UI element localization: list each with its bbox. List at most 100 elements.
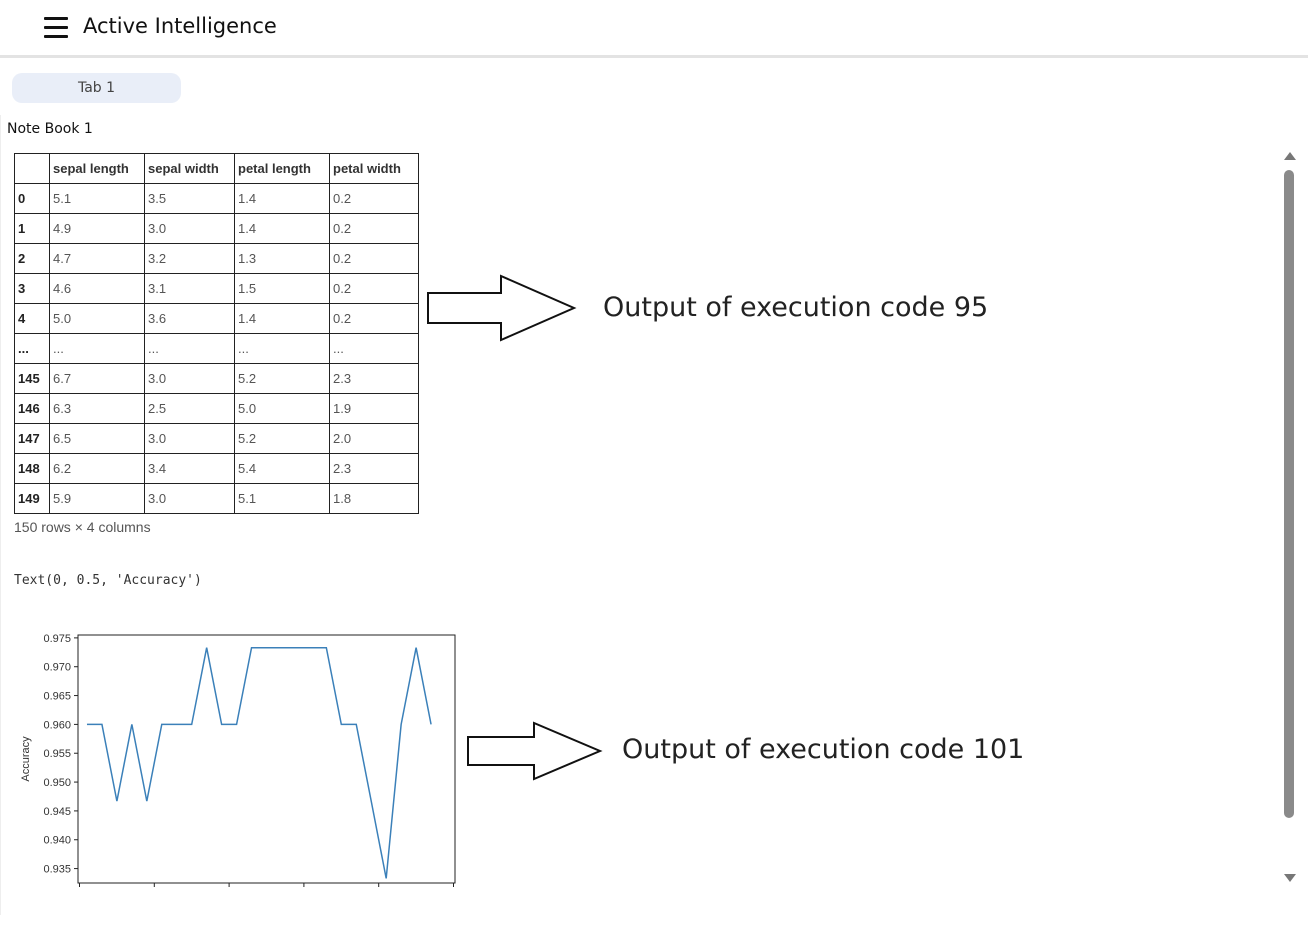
row-index-cell: 149 [14,483,50,514]
content-border [0,115,1,915]
table-cell: 1.4 [234,183,330,214]
table-cell: 1.4 [234,303,330,334]
table-header-row: sepal length sepal width petal length pe… [14,153,419,184]
row-index-cell: 1 [14,213,50,244]
annotation-code-101: Output of execution code 101 [622,734,1025,765]
scroll-up-arrow-icon[interactable] [1284,152,1296,160]
code-output-text: Text(0, 0.5, 'Accuracy') [14,573,202,588]
right-arrow-icon [427,274,577,342]
table-cell: 0.2 [329,243,419,274]
y-tick-label: 0.940 [43,835,71,847]
row-index-cell: 2 [14,243,50,274]
table-cell: 2.5 [144,393,235,424]
table-cell: 5.0 [49,303,145,334]
row-index-cell: 4 [14,303,50,334]
column-header-petal-width: petal width [329,153,419,184]
table-cell: 1.9 [329,393,419,424]
table-cell: 3.5 [144,183,235,214]
table-cell: 4.7 [49,243,145,274]
tab-1[interactable]: Tab 1 [12,73,181,103]
top-bar: Active Intelligence [0,0,1308,58]
table-cell: 6.7 [49,363,145,394]
table-cell: 3.0 [144,213,235,244]
dataframe-shape-note: 150 rows × 4 columns [14,519,151,535]
accuracy-series-line [86,646,432,879]
hamburger-menu-icon[interactable] [44,17,70,41]
table-cell: 6.3 [49,393,145,424]
table-cell: 2.3 [329,453,419,484]
column-header-sepal-width: sepal width [144,153,235,184]
row-index-cell: 3 [14,273,50,304]
row-index-cell: 147 [14,423,50,454]
column-header-index [14,153,50,184]
column-header-petal-length: petal length [234,153,330,184]
y-tick-label: 0.935 [43,864,71,876]
y-tick-label: 0.955 [43,748,71,760]
y-tick-label: 0.960 [43,719,71,731]
table-cell: 1.8 [329,483,419,514]
table-cell: 1.4 [234,213,330,244]
table-cell: 5.0 [234,393,330,424]
table-cell: 3.2 [144,243,235,274]
plot-frame [77,634,456,884]
scrollbar-thumb[interactable] [1284,170,1294,818]
y-tick-label: 0.970 [43,662,71,674]
table-cell: 6.5 [49,423,145,454]
table-cell: 4.9 [49,213,145,244]
accuracy-line-chart: 0.935 0.940 0.945 0.950 0.955 0.960 0.965 0.970… [20,633,456,887]
annotation-code-95: Output of execution code 95 [603,292,989,323]
table-cell: 0.2 [329,183,419,214]
row-index-cell: 146 [14,393,50,424]
table-cell: 1.3 [234,243,330,274]
table-cell: 3.4 [144,453,235,484]
y-tick-label: 0.950 [43,777,71,789]
table-cell: 3.0 [144,423,235,454]
table-cell: 5.2 [234,423,330,454]
row-index-cell: 145 [14,363,50,394]
table-cell: ... [49,333,145,364]
scroll-down-arrow-icon[interactable] [1284,874,1296,882]
table-cell: 5.1 [49,183,145,214]
table-cell: 0.2 [329,273,419,304]
table-cell: ... [144,333,235,364]
table-cell: 3.0 [144,483,235,514]
table-cell: 5.2 [234,363,330,394]
table-cell: 5.9 [49,483,145,514]
row-index-cell: 0 [14,183,50,214]
vertical-scrollbar[interactable] [1280,150,1300,890]
notebook-title: Note Book 1 [7,121,93,137]
y-axis-label: Accuracy [20,736,32,782]
y-tick-label: 0.975 [43,633,71,645]
table-cell: 3.1 [144,273,235,304]
row-index-cell: ... [14,333,50,364]
column-header-sepal-length: sepal length [49,153,145,184]
table-cell: 2.0 [329,423,419,454]
table-cell: 2.3 [329,363,419,394]
row-index-cell: 148 [14,453,50,484]
table-cell: 5.4 [234,453,330,484]
table-cell: 1.5 [234,273,330,304]
y-tick-label: 0.965 [43,691,71,703]
table-cell: 0.2 [329,213,419,244]
table-cell: ... [329,333,419,364]
y-tick-label: 0.945 [43,806,71,818]
table-cell: 5.1 [234,483,330,514]
table-cell: ... [234,333,330,364]
app-title: Active Intelligence [83,14,277,38]
table-cell: 0.2 [329,303,419,334]
table-cell: 4.6 [49,273,145,304]
table-cell: 6.2 [49,453,145,484]
dataframe-table: sepal length sepal width petal length pe… [14,153,419,514]
table-cell: 3.6 [144,303,235,334]
